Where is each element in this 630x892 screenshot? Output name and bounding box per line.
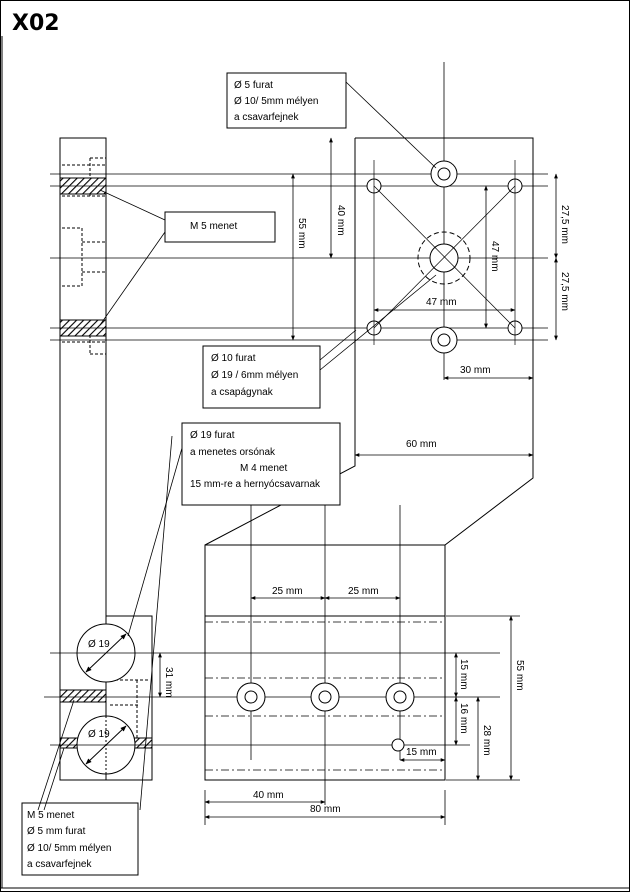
dim-28: 28 mm xyxy=(481,725,492,756)
drawing-id: X02 xyxy=(12,11,60,36)
dim-27-5-top: 27,5 mm xyxy=(559,205,570,244)
dim-47-horizontal: 47 mm xyxy=(426,297,457,308)
side-view xyxy=(59,137,153,781)
dim-27-5-bottom: 27,5 mm xyxy=(559,272,570,311)
svg-text:a csavarfejnek: a csavarfejnek xyxy=(27,859,92,870)
svg-text:M 5 menet: M 5 menet xyxy=(27,810,74,821)
dim-30: 30 mm xyxy=(460,365,491,376)
dim-25-a: 25 mm xyxy=(272,586,303,597)
dim-60: 60 mm xyxy=(406,439,437,450)
dia19-top-label: Ø 19 xyxy=(88,639,110,650)
note-top: Ø 5 furat Ø 10/ 5mm mélyen a csavarfejne… xyxy=(226,72,347,129)
svg-text:Ø 10 furat: Ø 10 furat xyxy=(211,353,256,364)
dim-15-vertical: 15 mm xyxy=(458,659,469,690)
svg-text:Ø 10/ 5mm mélyen: Ø 10/ 5mm mélyen xyxy=(234,96,318,107)
dim-40-bottom: 40 mm xyxy=(253,790,284,801)
svg-text:M 5 menet: M 5 menet xyxy=(190,221,237,232)
svg-text:Ø 10/ 5mm mélyen: Ø 10/ 5mm mélyen xyxy=(27,843,111,854)
bottom-block-holes xyxy=(236,682,415,752)
dia19-bottom-label: Ø 19 xyxy=(88,729,110,740)
svg-text:Ø 5 furat: Ø 5 furat xyxy=(234,80,273,91)
m4-thread-section-right xyxy=(133,737,153,749)
dim-55-left: 55 mm xyxy=(296,218,307,249)
dim-16: 16 mm xyxy=(458,703,469,734)
dim-31: 31 mm xyxy=(163,667,174,698)
svg-text:Ø 5 mm furat: Ø 5 mm furat xyxy=(27,826,86,837)
dim-80: 80 mm xyxy=(310,804,341,815)
dim-15-horizontal: 15 mm xyxy=(406,747,437,758)
note-m5: M 5 menet xyxy=(164,211,276,243)
svg-text:a csavarfejnek: a csavarfejnek xyxy=(234,112,299,123)
note-bearing: Ø 10 furat Ø 19 / 6mm mélyen a csapágyna… xyxy=(202,345,321,409)
svg-text:a menetes orsónak: a menetes orsónak xyxy=(190,447,276,458)
svg-text:Ø 19 / 6mm mélyen: Ø 19 / 6mm mélyen xyxy=(211,370,298,381)
svg-text:M 4 menet: M 4 menet xyxy=(240,463,287,474)
note-bottom-left: M 5 menet Ø 5 mm furat Ø 10/ 5mm mélyen … xyxy=(21,802,139,876)
m5-thread-section-lower xyxy=(59,689,107,703)
svg-text:Ø 19 furat: Ø 19 furat xyxy=(190,430,235,441)
svg-text:a csapágynak: a csapágynak xyxy=(211,387,274,398)
dim-40: 40 mm xyxy=(335,205,346,236)
dim-55-right: 55 mm xyxy=(514,660,525,691)
dim-47-vertical: 47 mm xyxy=(489,241,500,272)
svg-text:15 mm-re a hernyócsavarnak: 15 mm-re a hernyócsavarnak xyxy=(190,479,321,490)
dim-25-b: 25 mm xyxy=(348,586,379,597)
note-spindle: Ø 19 furat a menetes orsónak M 4 menet 1… xyxy=(181,422,341,506)
